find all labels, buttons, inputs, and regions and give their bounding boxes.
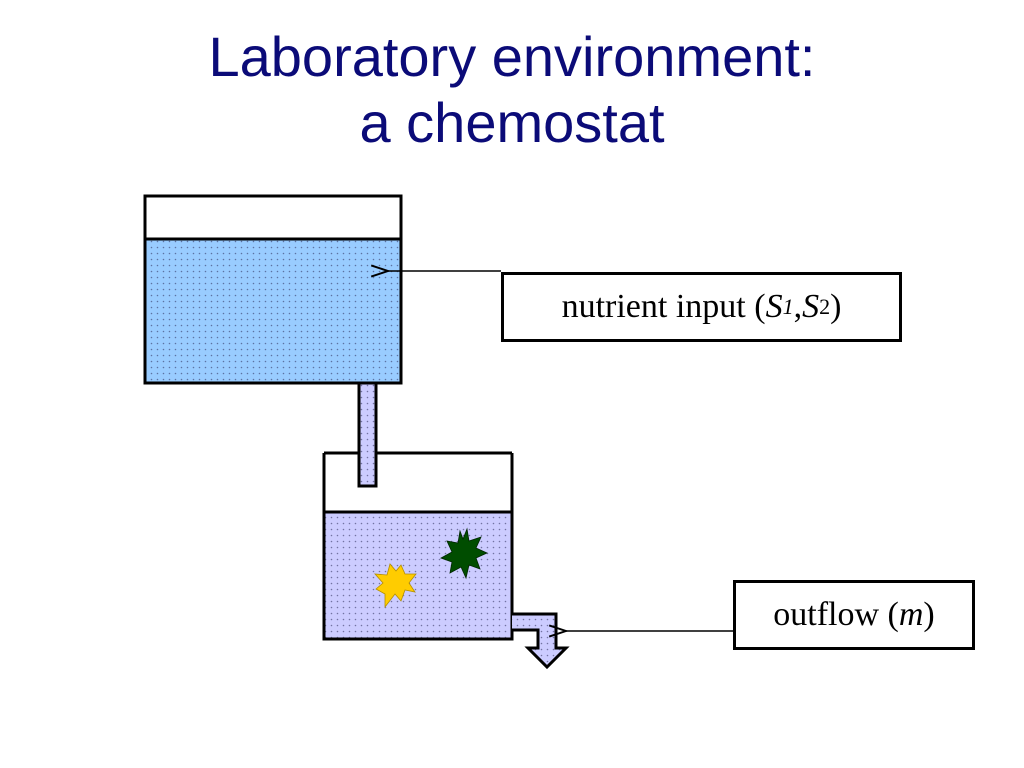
nutrient-label-suffix: ) [830,288,842,325]
organism-yellow [374,563,417,609]
nutrient-var-2: S [802,288,820,325]
outflow-label-suffix: ) [923,596,935,633]
feed-pipe [357,381,378,488]
culture-liquid-dots [324,512,512,639]
nutrient-comma: , [793,288,803,325]
organism-green [440,527,488,580]
culture-vessel-outline [322,453,514,641]
outflow-label-prefix: outflow ( [773,596,899,633]
culture-vessel [322,451,514,641]
nutrient-label-prefix: nutrient input ( [561,288,766,325]
page-title: Laboratory environment: a chemostat [0,24,1024,156]
title-line-1: Laboratory environment: [208,25,816,88]
outflow-var: m [898,596,924,633]
nutrient-sub-1: 1 [782,294,794,319]
outflow-label: outflow (m) [733,580,975,650]
reservoir-liquid-dots [145,239,401,383]
nutrient-var-1: S [765,288,783,325]
nutrient-reservoir [143,194,403,385]
title-line-2: a chemostat [359,91,665,154]
reservoir-outline [143,194,403,385]
outflow-spout [512,612,570,670]
